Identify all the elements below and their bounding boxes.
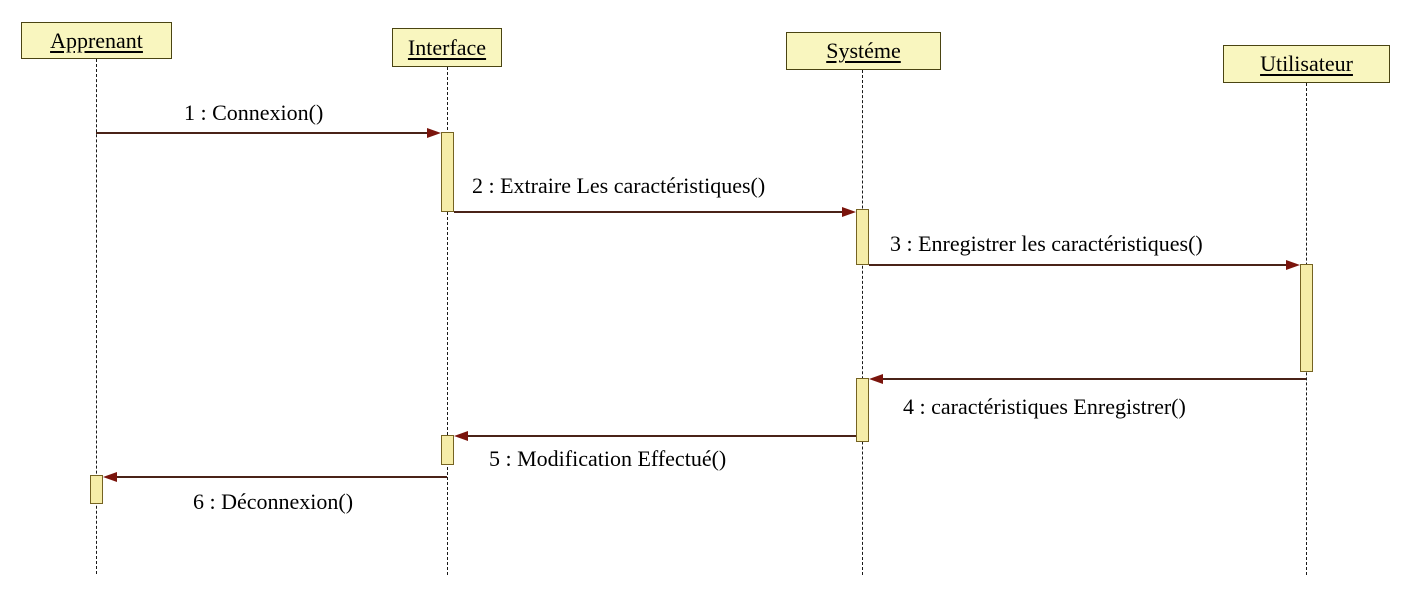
message-3-arrowhead [1286,260,1300,270]
actor-name-apprenant: Apprenant [50,27,143,53]
activation-systeme-1 [856,209,869,265]
lifeline-systeme [862,70,863,575]
message-1-label: 1 : Connexion() [184,100,324,125]
message-6-arrowhead [103,472,117,482]
actor-name-interface: Interface [407,34,487,60]
message-6-line [117,476,447,478]
actor-box-systeme: Systéme [786,32,941,70]
message-4-line [883,378,1306,380]
message-2-line [454,211,843,213]
message-3-label: 3 : Enregistrer les caractéristiques() [890,231,1203,256]
activation-utilisateur-1 [1300,264,1313,372]
lifeline-apprenant [96,59,97,574]
activation-interface-1 [441,132,454,212]
message-4-label: 4 : caractéristiques Enregistrer() [903,394,1186,419]
actor-name-utilisateur: Utilisateur [1260,51,1353,76]
actor-name-systeme: Systéme [826,38,901,63]
activation-apprenant-1 [90,475,103,504]
message-5-label: 5 : Modification Effectué() [489,446,727,471]
message-6-label: 6 : Déconnexion() [193,489,354,514]
message-1-line [96,132,428,134]
activation-interface-2 [441,435,454,465]
actor-box-apprenant: Apprenant [21,22,172,59]
lifeline-interface [447,67,448,575]
actor-box-utilisateur: Utilisateur [1223,45,1390,83]
message-2-label: 2 : Extraire Les caractéristiques() [472,173,766,198]
message-5-line [468,435,856,437]
message-3-line [869,264,1287,266]
message-4-arrowhead [869,374,883,384]
activation-systeme-2 [856,378,869,442]
message-2-arrowhead [842,207,856,217]
message-5-arrowhead [454,431,468,441]
actor-box-interface: Interface [392,28,502,67]
message-1-arrowhead [427,128,441,138]
